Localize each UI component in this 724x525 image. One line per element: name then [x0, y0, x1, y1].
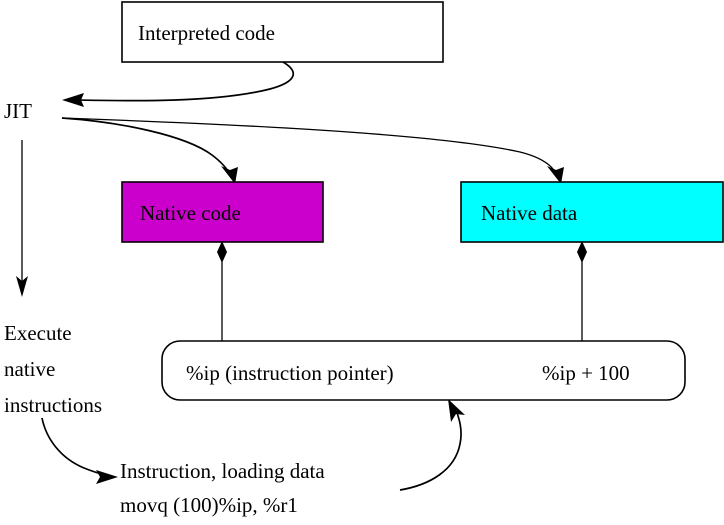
arrowhead-up-icon	[577, 241, 587, 263]
interpreted-code-rect[interactable]	[121, 1, 444, 63]
execute-label-line-1: Execute	[4, 321, 72, 345]
edge-jit-to-execute	[16, 140, 28, 297]
edge-jit-to-native-data	[61, 117, 564, 184]
edge-ip-register-to-native-code	[217, 241, 227, 341]
arrowhead-up-icon	[217, 241, 227, 263]
edge-path	[399, 409, 462, 491]
native-data-rect[interactable]	[460, 181, 724, 243]
edge-instruction-to-ip-register	[399, 399, 465, 491]
edge-path	[61, 117, 558, 177]
node-ip-register[interactable]: %ip (instruction pointer) %ip + 100	[161, 340, 686, 401]
ip-register-label-right: %ip + 100	[542, 361, 630, 385]
execute-label-line-2: native	[4, 357, 55, 381]
edge-interpreted-code-to-jit	[62, 61, 295, 107]
edge-jit-to-native-code	[61, 117, 238, 184]
arrowhead-right-icon	[96, 470, 118, 484]
ip-register-rect[interactable]	[161, 340, 686, 401]
edge-ip-register-to-native-data	[577, 241, 587, 341]
arrowhead-down-icon	[16, 276, 28, 297]
instruction-label-line-1: Instruction, loading data	[120, 459, 325, 483]
arrowhead-down-icon	[547, 166, 564, 184]
native-code-label: Native code	[140, 201, 241, 225]
interpreted-code-label: Interpreted code	[138, 21, 275, 45]
native-code-rect[interactable]	[121, 181, 324, 243]
edge-execute-to-instruction	[41, 417, 118, 484]
jit-label: JIT	[4, 99, 32, 123]
ip-register-label-left: %ip (instruction pointer)	[186, 361, 394, 385]
node-native-data[interactable]: Native data	[460, 181, 724, 243]
execute-label-line-3: instructions	[4, 393, 102, 417]
edge-path	[61, 117, 232, 177]
node-native-code[interactable]: Native code	[121, 181, 324, 243]
arrowhead-up-left-icon	[448, 399, 465, 422]
arrowhead-left-icon	[62, 93, 84, 107]
native-data-label: Native data	[481, 201, 578, 225]
arrowhead-down-icon	[221, 166, 238, 184]
instruction-label-line-2: movq (100)%ip, %r1	[120, 493, 298, 517]
node-interpreted-code[interactable]: Interpreted code	[121, 1, 444, 63]
edge-path	[41, 417, 107, 476]
edge-path	[75, 61, 295, 102]
